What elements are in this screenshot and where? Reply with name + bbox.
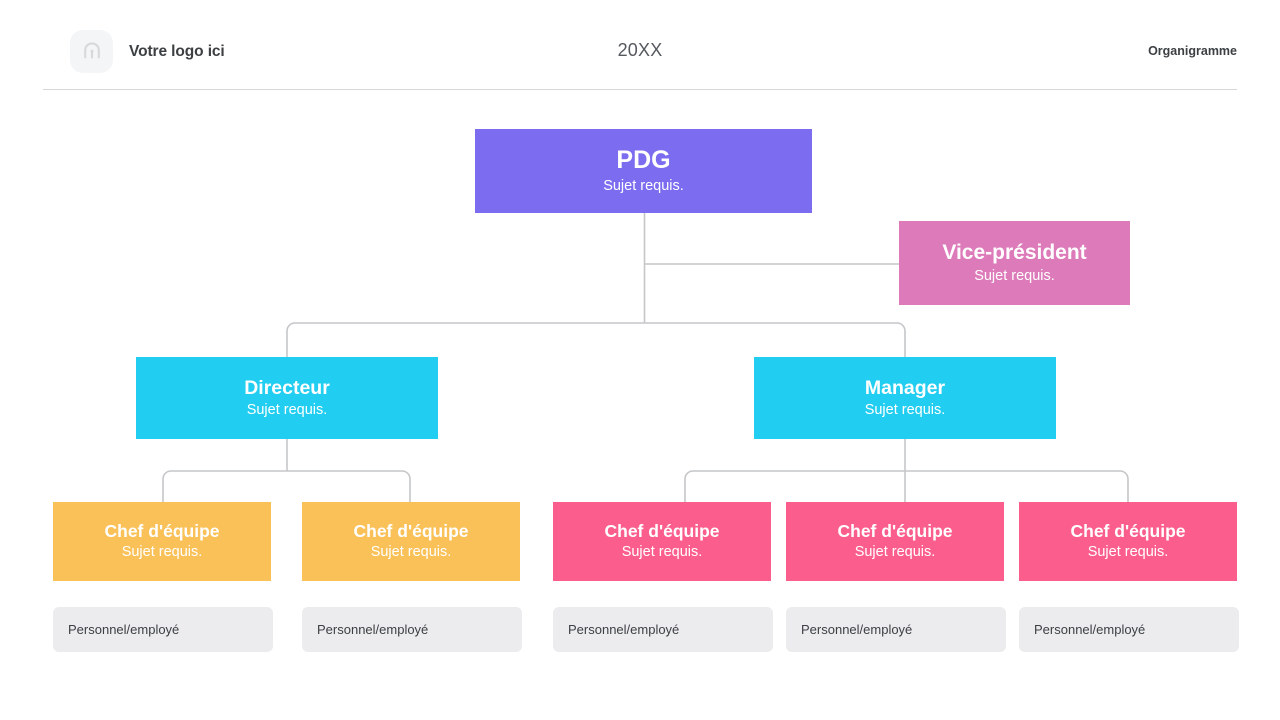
org-node-team-lead[interactable]: Chef d'équipe Sujet requis. — [553, 502, 771, 581]
connector-level2-bar — [286, 322, 906, 357]
org-node-title: Manager — [864, 376, 946, 399]
logo-text: Votre logo ici — [129, 42, 225, 60]
org-node-title: Chef d'équipe — [104, 521, 220, 542]
org-node-subtitle: Sujet requis. — [1087, 544, 1169, 561]
org-node-staff-label: Personnel/employé — [317, 622, 429, 637]
org-node-subtitle: Sujet requis. — [121, 544, 203, 561]
slide-section-label: Organigramme — [1148, 44, 1237, 58]
org-node-team-lead[interactable]: Chef d'équipe Sujet requis. — [302, 502, 520, 581]
org-node-subtitle: Sujet requis. — [854, 544, 936, 561]
org-node-subtitle: Sujet requis. — [864, 402, 946, 419]
org-node-title: Chef d'équipe — [1070, 521, 1186, 542]
org-node-staff[interactable]: Personnel/employé — [553, 607, 773, 652]
org-node-manager[interactable]: Manager Sujet requis. — [754, 357, 1056, 439]
org-node-title: Chef d'équipe — [353, 521, 469, 542]
org-node-title: Chef d'équipe — [837, 521, 953, 542]
org-node-title: Chef d'équipe — [604, 521, 720, 542]
org-node-staff[interactable]: Personnel/employé — [53, 607, 273, 652]
org-node-team-lead[interactable]: Chef d'équipe Sujet requis. — [1019, 502, 1237, 581]
org-node-staff[interactable]: Personnel/employé — [1019, 607, 1239, 652]
org-node-team-lead[interactable]: Chef d'équipe Sujet requis. — [786, 502, 1004, 581]
logo-group[interactable]: Votre logo ici — [70, 30, 225, 73]
org-node-staff-label: Personnel/employé — [1034, 622, 1146, 637]
org-node-title: Vice-président — [942, 240, 1087, 264]
header-divider — [43, 89, 1237, 90]
slide-header: Votre logo ici 20XX Organigramme — [0, 0, 1280, 90]
org-node-staff[interactable]: Personnel/employé — [786, 607, 1006, 652]
org-node-vice-president[interactable]: Vice-président Sujet requis. — [899, 221, 1130, 305]
org-node-subtitle: Sujet requis. — [974, 267, 1055, 284]
connector-manager-bar — [684, 470, 1129, 502]
org-node-subtitle: Sujet requis. — [246, 402, 328, 419]
rounded-square-m-logo-icon — [70, 30, 113, 73]
org-node-staff[interactable]: Personnel/employé — [302, 607, 522, 652]
org-node-subtitle: Sujet requis. — [603, 178, 684, 195]
org-node-staff-label: Personnel/employé — [68, 622, 180, 637]
org-node-title: PDG — [616, 146, 671, 175]
org-node-staff-label: Personnel/employé — [801, 622, 913, 637]
org-node-subtitle: Sujet requis. — [370, 544, 452, 561]
org-node-directeur[interactable]: Directeur Sujet requis. — [136, 357, 438, 439]
slide-year: 20XX — [617, 40, 663, 60]
org-node-staff-label: Personnel/employé — [568, 622, 680, 637]
connector-directeur-bar — [162, 470, 411, 502]
org-node-title: Directeur — [244, 376, 330, 399]
org-node-ceo[interactable]: PDG Sujet requis. — [475, 129, 812, 213]
org-node-team-lead[interactable]: Chef d'équipe Sujet requis. — [53, 502, 271, 581]
org-node-subtitle: Sujet requis. — [621, 544, 703, 561]
